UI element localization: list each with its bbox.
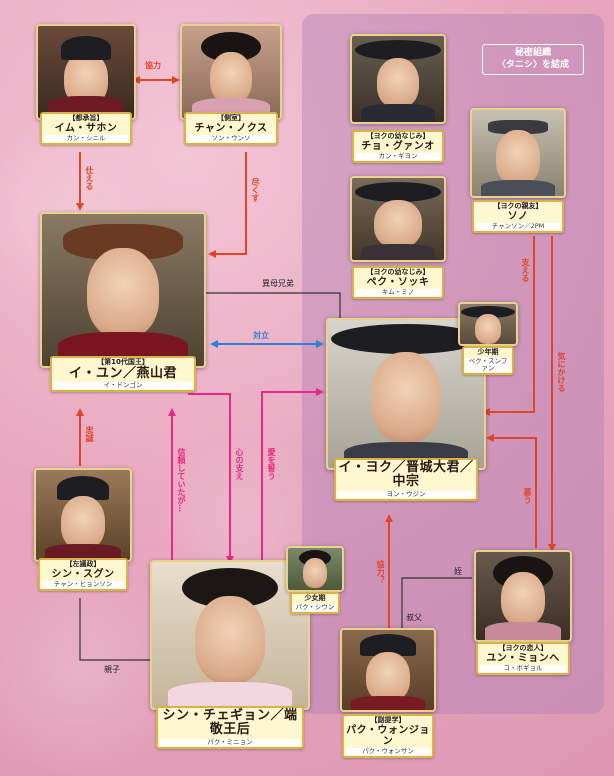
card-chegyon[interactable]: シン・チェギョン／端敬王后 パク・ミニョン [150,560,310,749]
photo-yokku-young [458,302,518,346]
tag-ibo-kyodai: 異母兄弟 [262,279,294,288]
tag-shukufu: 叔父 [406,613,422,622]
card-yun[interactable]: 【第10代国王】 イ・ユン／燕山君 イ・ドンゴン [40,212,206,393]
label-chan-nokusu: 【側室】 チャン・ノクス ソン・ウンソ [184,112,278,145]
card-im-sahon[interactable]: 【都承旨】 イム・サホン カン・シニル [36,24,136,145]
tag-kyoryoku: 協力 [145,61,161,70]
tag-oyako: 親子 [104,665,120,674]
tag-sasaeru: 支える [521,258,530,282]
label-yun-myonhe: 【ヨクの恋人】 ユン・ミョンへ コ・ボギョル [476,642,570,675]
tag-kokoro: 心の支え [235,448,244,480]
card-sono[interactable]: 【ヨクの親友】 ソノ チャンソン／2PM [470,108,566,233]
photo-im-sahon [36,24,136,120]
photo-yokku [326,318,486,470]
card-chan-nokusu[interactable]: 【側室】 チャン・ノクス ソン・ウンソ [180,24,282,145]
photo-chegyon [150,560,310,710]
photo-yun [40,212,206,368]
tag-tsukusu: 尽くす [251,178,260,202]
label-im-sahon: 【都承旨】 イム・サホン カン・シニル [40,112,132,145]
tag-shinrai: 信頼していたが… [177,448,186,512]
photo-cho-gyanoi [350,34,446,124]
photo-yun-myonhe [474,550,572,642]
card-yun-myonhe[interactable]: 【ヨクの恋人】 ユン・ミョンへ コ・ボギョル [474,550,572,675]
tag-mei: 姪 [454,567,462,576]
edge-ai-wo-chikau [261,388,324,560]
organization-line2: 〈タニシ〉を結成 [496,59,569,70]
label-yokku: イ・ヨク／晋城大君／中宗 ヨン・ウジン [334,458,478,501]
edge-kokoro [188,393,234,564]
tag-chusei: 忠誠 [85,426,94,442]
tag-shitau: 慕う [523,488,532,504]
label-peku-wonjon: 【副提学】 パク・ウォンジョン パク・ウォンサン [342,714,434,758]
photo-chegyon-young [286,546,344,592]
edge-shitau [486,434,537,548]
card-yokku-young[interactable]: 少年期 ペク・スンファン [458,302,518,375]
label-cho-gyanoi: 【ヨクの幼なじみ】 チョ・グァンオ カン・ギヨン [352,130,444,163]
label-chegyon: シン・チェギョン／端敬王后 パク・ミニョン [156,706,304,749]
card-cho-gyanoi[interactable]: 【ヨクの幼なじみ】 チョ・グァンオ カン・ギヨン [350,34,446,163]
card-peku-wonjon[interactable]: 【副提学】 パク・ウォンジョン パク・ウォンサン [340,628,436,758]
card-chegyon-young[interactable]: 少女期 パク・シウン [286,546,344,614]
label-peku-sokki: 【ヨクの幼なじみ】 ペク・ソッキ キム・ミノ [352,266,444,299]
photo-sono [470,108,566,198]
edge-oyako [79,598,150,661]
organization-line1: 秘密組織 [514,48,551,58]
tag-tairitsu: 対立 [253,331,269,340]
photo-peku-sokki [350,176,446,262]
tag-tsukaeru: 仕える [85,166,94,190]
label-yun: 【第10代国王】 イ・ユン／燕山君 イ・ドンゴン [50,356,196,393]
organization-label: 秘密組織 〈タニシ〉を結成 [482,44,584,76]
label-yokku-young: 少年期 ペク・スンファン [462,346,514,375]
label-sono: 【ヨクの親友】 ソノ チャンソン／2PM [472,200,564,233]
label-chegyon-young: 少女期 パク・シウン [290,592,340,614]
tag-ai-wo-chikau: 愛を誓う [267,448,276,480]
card-peku-sokki[interactable]: 【ヨクの幼なじみ】 ペク・ソッキ キム・ミノ [350,176,446,299]
photo-peku-wonjon [340,628,436,712]
label-shin-sugun: 【左議政】 シン・スグン チャン・ヒョンソン [38,558,128,591]
tag-ki-ni-kakeru: 気にかける [557,352,566,392]
edge-ibo-kyodai [206,292,341,318]
photo-shin-sugun [34,468,132,562]
card-yokku[interactable]: イ・ヨク／晋城大君／中宗 ヨン・ウジン [326,318,486,501]
edge-tsukusu [208,152,247,258]
edge-sasaeru [482,236,535,416]
edge-mei [401,577,472,628]
card-shin-sugun[interactable]: 【左議政】 シン・スグン チャン・ヒョンソン [34,468,132,591]
tag-kyoryoku-q: 協力？ [376,560,385,584]
photo-chan-nokusu [180,24,282,120]
